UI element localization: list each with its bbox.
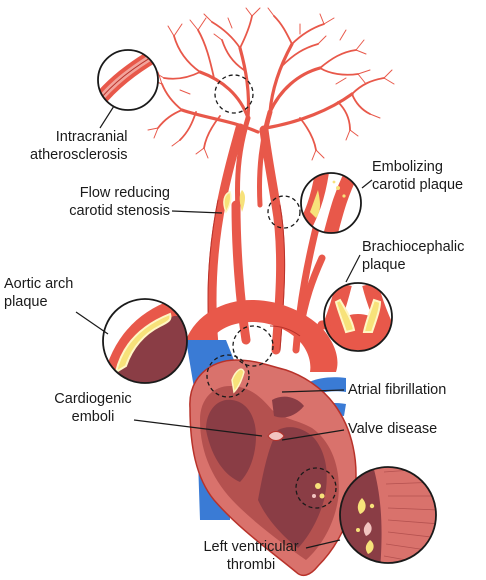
- inset-aortic-arch-plaque: [102, 298, 188, 384]
- label-atrial-fibrillation: Atrial fibrillation: [348, 381, 446, 399]
- label-embolizing-line1: Embolizing: [372, 159, 443, 175]
- label-intracranial-line1: Intracranial: [55, 129, 128, 145]
- inset-brachiocephalic-plaque: [323, 282, 393, 352]
- leader-lines: [75, 105, 373, 549]
- carotid-stenosis-plaque: [223, 191, 232, 214]
- inset-embolizing-plaque: [300, 172, 362, 234]
- label-atrial-fibrillation-line1: Atrial fibrillation: [348, 382, 447, 398]
- label-aortic-arch-line2: plaque: [4, 294, 48, 310]
- inset-intracranial: [97, 49, 159, 111]
- focus-circles: [206, 74, 337, 509]
- label-flow-reducing-line1: Flow reducing: [79, 185, 170, 201]
- label-aortic-arch-plaque: Aortic arch plaque: [4, 275, 73, 311]
- label-embolizing-carotid-plaque: Embolizing carotid plaque: [372, 158, 463, 194]
- label-intracranial-atherosclerosis: Intracranial atherosclerosis: [30, 128, 128, 164]
- label-valve-disease-line1: Valve disease: [348, 421, 438, 437]
- label-aortic-arch-line1: Aortic arch: [4, 276, 74, 292]
- label-cardiogenic-line2: emboli: [71, 409, 115, 425]
- heart: [189, 359, 357, 577]
- label-brachiocephalic-plaque: Brachiocephalic plaque: [362, 238, 464, 274]
- label-brachiocephalic-line2: plaque: [362, 257, 406, 273]
- label-flow-reducing-line2: carotid stenosis: [69, 203, 170, 219]
- label-left-ventricular-thrombi: Left ventricular thrombi: [186, 538, 316, 574]
- cerebral-arteries: [147, 7, 395, 213]
- label-embolizing-line2: carotid plaque: [372, 177, 464, 193]
- inset-lv-thrombi: [339, 466, 437, 564]
- label-flow-reducing-stenosis: Flow reducing carotid stenosis: [52, 184, 170, 220]
- label-valve-disease: Valve disease: [348, 420, 437, 438]
- label-cardiogenic-emboli: Cardiogenic emboli: [48, 390, 138, 426]
- label-left-ventricular-line1: Left ventricular: [203, 539, 299, 555]
- label-cardiogenic-line1: Cardiogenic: [54, 391, 132, 407]
- label-left-ventricular-line2: thrombi: [226, 557, 276, 573]
- label-intracranial-line2: atherosclerosis: [30, 147, 128, 163]
- label-brachiocephalic-line1: Brachiocephalic: [362, 239, 465, 255]
